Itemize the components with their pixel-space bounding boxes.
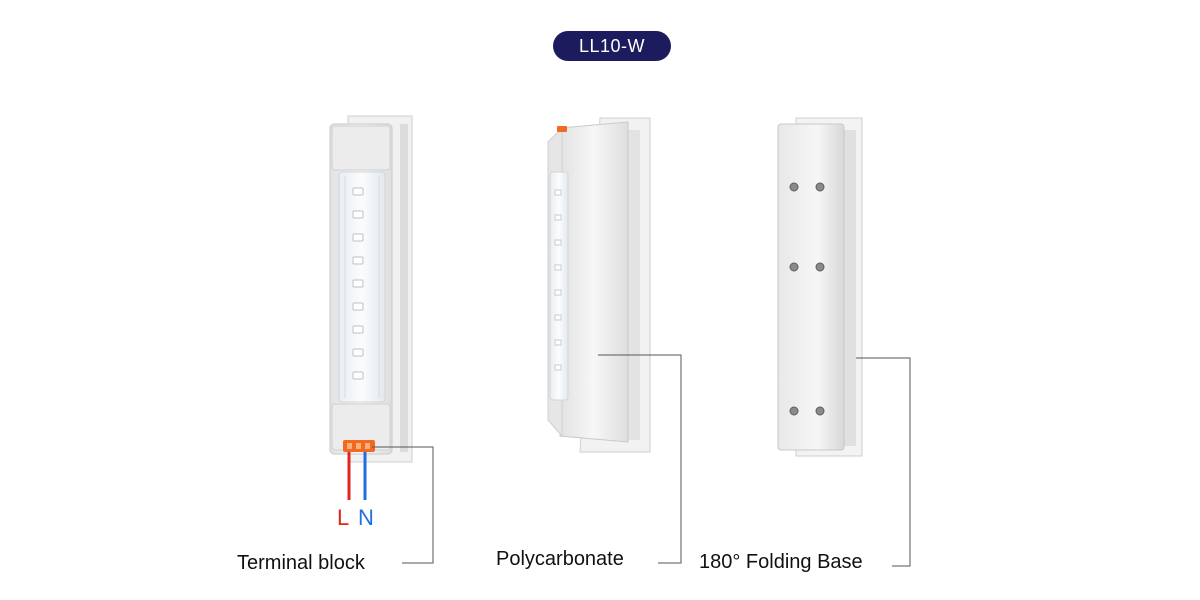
lamp-side-view — [547, 117, 651, 453]
led-strip — [352, 187, 364, 380]
terminal-block-leader — [372, 446, 434, 564]
model-badge: LL10-W — [553, 31, 671, 61]
terminal-block — [343, 440, 375, 452]
folding-base-leader — [856, 357, 911, 567]
polycarbonate-label: Polycarbonate — [496, 548, 624, 570]
mounting-screws — [789, 182, 825, 416]
lamp-back-view — [777, 117, 863, 457]
polycarbonate-leader — [598, 354, 682, 564]
live-wire-label: L — [337, 505, 350, 530]
lamp-front-view — [329, 115, 413, 463]
neutral-wire-label: N — [358, 505, 374, 530]
folding-base-label: 180° Folding Base — [699, 551, 863, 573]
terminal-block-label: Terminal block — [237, 552, 365, 574]
